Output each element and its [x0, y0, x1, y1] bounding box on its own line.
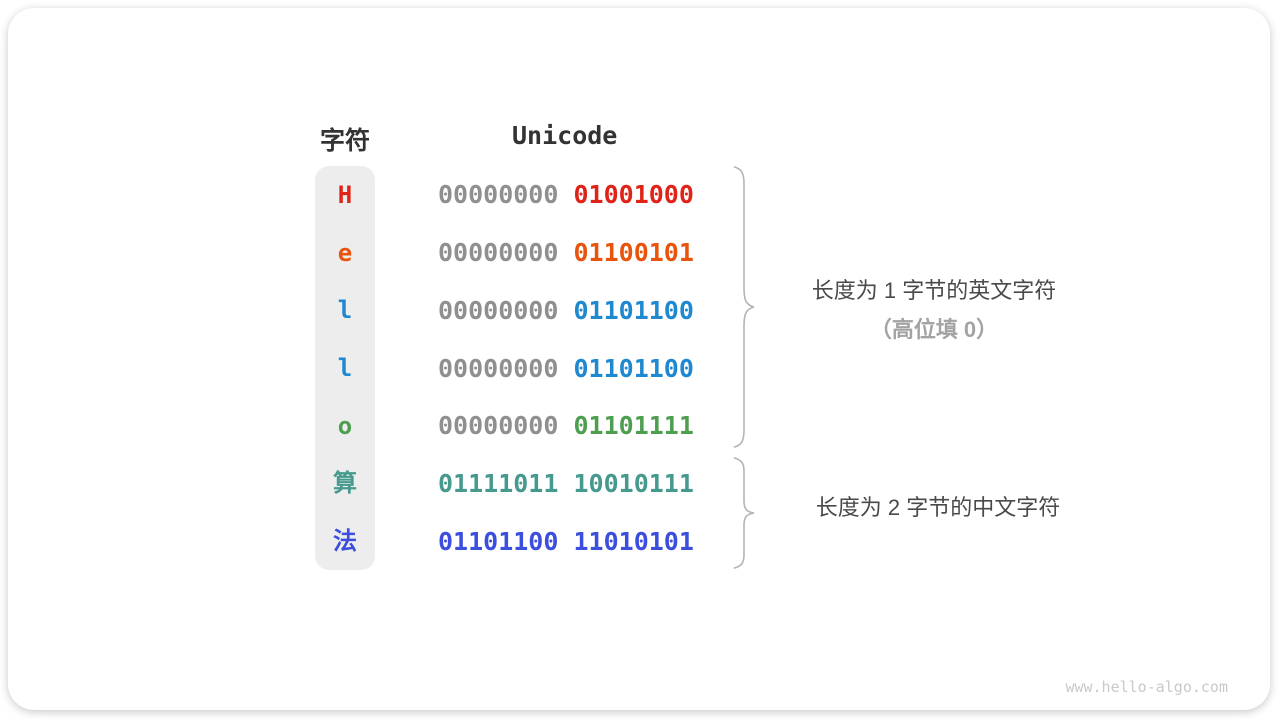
high-byte: 01101100: [438, 526, 559, 556]
figure-card: 字符 Unicode H 00000000 01001000 e 00000000 0…: [8, 8, 1270, 710]
char-column-header: 字符: [319, 127, 370, 155]
unicode-binary-value: 00000000 01101100: [438, 356, 694, 381]
table-row: o 00000000 01101111: [315, 397, 735, 455]
encoding-rows: H 00000000 01001000 e 00000000 01100101 l 000…: [315, 166, 735, 570]
table-row: l 00000000 01101100: [315, 339, 735, 397]
high-byte: 00000000: [438, 238, 559, 268]
char-column-background: [315, 166, 375, 570]
unicode-column-header: Unicode: [512, 121, 618, 150]
table-row: 法 01101100 11010101: [315, 512, 735, 570]
unicode-binary-value: 01101100 11010101: [438, 529, 694, 554]
brace-english-group: [733, 166, 755, 448]
high-byte: 00000000: [438, 353, 559, 383]
unicode-binary-value: 00000000 01100101: [438, 240, 694, 265]
table-row: l 00000000 01101100: [315, 281, 735, 339]
character-cell: 算: [333, 469, 357, 498]
low-byte: 01101100: [573, 295, 694, 325]
website-watermark: www.hello-algo.com: [1065, 678, 1228, 696]
table-row: H 00000000 01001000: [315, 166, 735, 224]
character-cell: H: [337, 180, 353, 209]
low-byte: 01101111: [573, 411, 694, 441]
high-byte: 00000000: [438, 411, 559, 441]
table-row: e 00000000 01100101: [315, 224, 735, 282]
annotation-english-chars: 长度为 1 字节的英文字符 （高位填 0）: [760, 276, 1108, 345]
low-byte: 01001000: [573, 180, 694, 210]
high-byte: 00000000: [438, 180, 559, 210]
low-byte: 10010111: [573, 468, 694, 498]
unicode-binary-value: 00000000 01101111: [438, 413, 694, 438]
character-cell: l: [337, 296, 353, 325]
annotation-chinese-chars: 长度为 2 字节的中文字符: [760, 493, 1116, 523]
table-row: 算 01111011 10010111: [315, 455, 735, 513]
annotation-english-line2: （高位填 0）: [869, 317, 999, 342]
low-byte: 01100101: [573, 238, 694, 268]
unicode-binary-value: 00000000 01001000: [438, 182, 694, 207]
unicode-binary-value: 00000000 01101100: [438, 298, 694, 323]
high-byte: 00000000: [438, 295, 559, 325]
character-cell: l: [337, 354, 353, 383]
high-byte: 01111011: [438, 468, 559, 498]
unicode-binary-value: 01111011 10010111: [438, 471, 694, 496]
low-byte: 11010101: [573, 526, 694, 556]
annotation-english-line1: 长度为 1 字节的英文字符: [811, 278, 1057, 303]
character-cell: e: [337, 238, 353, 267]
character-cell: 法: [333, 527, 357, 556]
brace-chinese-group: [733, 457, 755, 569]
character-cell: o: [337, 411, 353, 440]
annotation-chinese-line1: 长度为 2 字节的中文字符: [815, 495, 1061, 520]
low-byte: 01101100: [573, 353, 694, 383]
